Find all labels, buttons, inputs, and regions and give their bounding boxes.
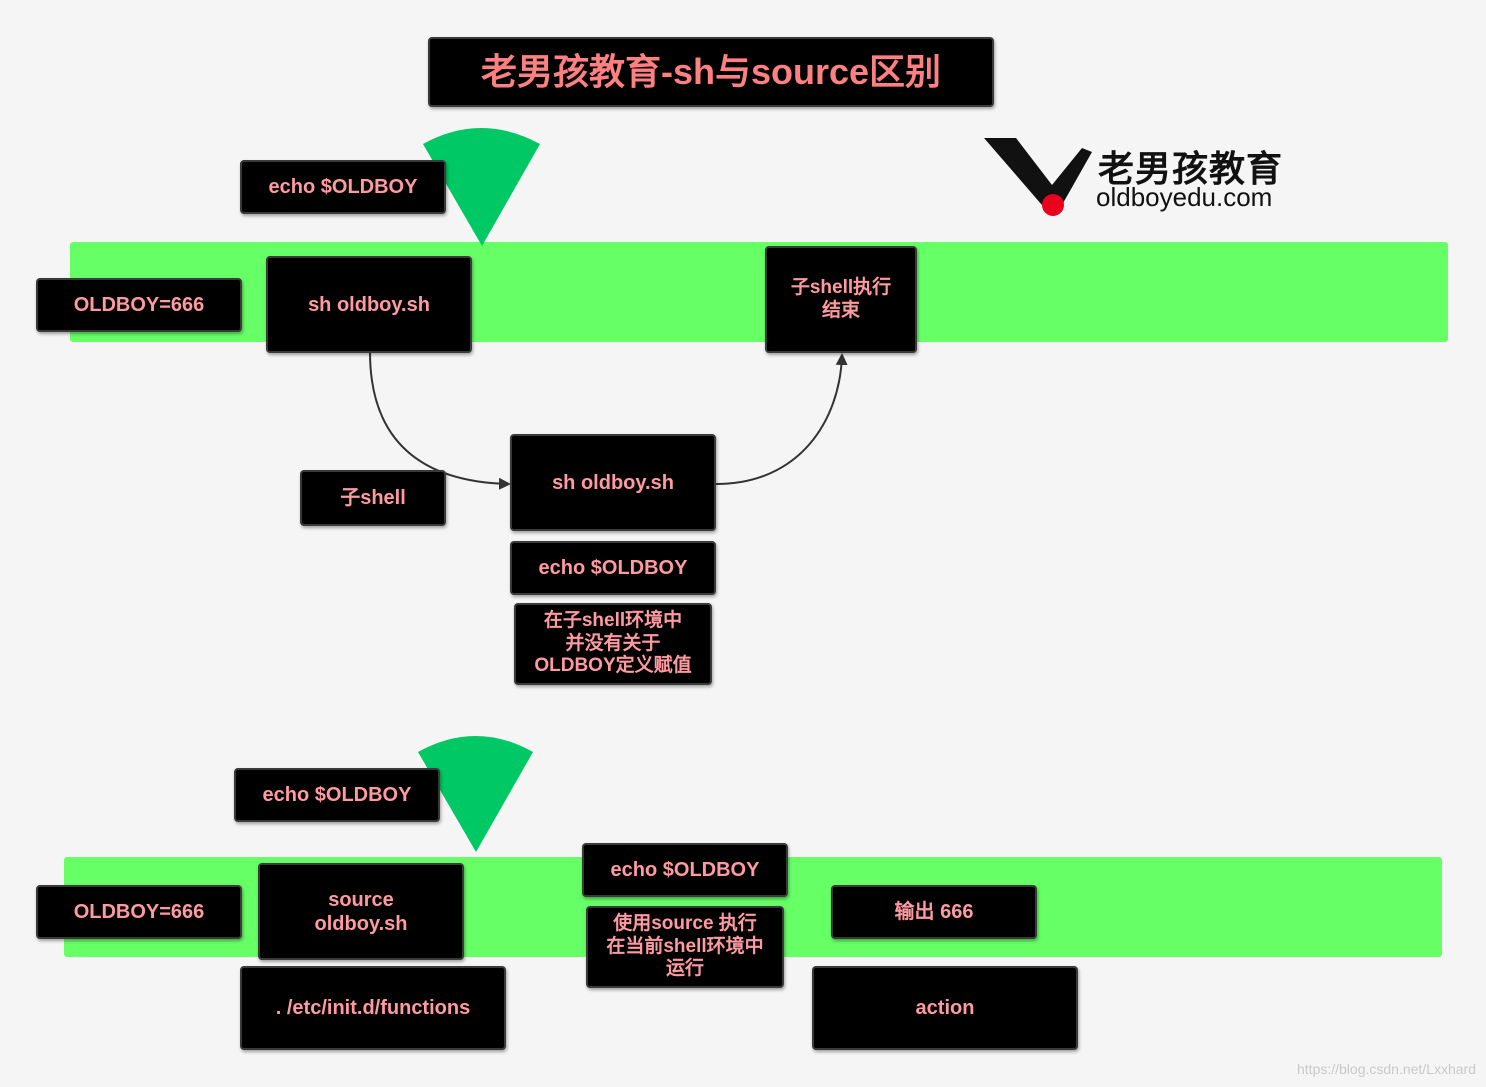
top-marker-icon	[423, 128, 540, 246]
top-end-box: 子shell执行 结束	[765, 246, 917, 353]
logo-dot-icon	[1042, 194, 1064, 216]
top-echo-box: echo $OLDBOY	[240, 160, 446, 214]
arrow-to-end	[715, 353, 848, 485]
watermark: https://blog.csdn.net/Lxxhard	[1297, 1061, 1476, 1077]
logo-v-icon	[984, 138, 1092, 212]
bottom-echo-box: echo $OLDBOY	[234, 768, 440, 822]
subshell-label-box: 子shell	[300, 470, 446, 526]
logo-url: oldboyedu.com	[1096, 182, 1273, 212]
subshell-note-box: 在子shell环境中 并没有关于 OLDBOY定义赋值	[514, 603, 712, 685]
top-sh-box: sh oldboy.sh	[266, 256, 472, 353]
subshell-sh-box: sh oldboy.sh	[510, 434, 716, 531]
page-title: 老男孩教育-sh与source区别	[428, 37, 994, 107]
arrow-to-subshell	[369, 351, 511, 490]
mid-echo-box: echo $OLDBOY	[582, 843, 788, 897]
output-box: 输出 666	[831, 885, 1037, 939]
action-box: action	[812, 966, 1078, 1050]
bottom-var-box: OLDBOY=666	[36, 885, 242, 939]
subshell-echo-box: echo $OLDBOY	[510, 541, 716, 595]
source-box: source oldboy.sh	[258, 863, 464, 960]
logo-name: 老男孩教育	[1098, 148, 1284, 189]
functions-box: . /etc/init.d/functions	[240, 966, 506, 1050]
top-var-box: OLDBOY=666	[36, 278, 242, 332]
bottom-marker-icon	[418, 736, 533, 852]
source-note-box: 使用source 执行 在当前shell环境中 运行	[586, 906, 784, 988]
